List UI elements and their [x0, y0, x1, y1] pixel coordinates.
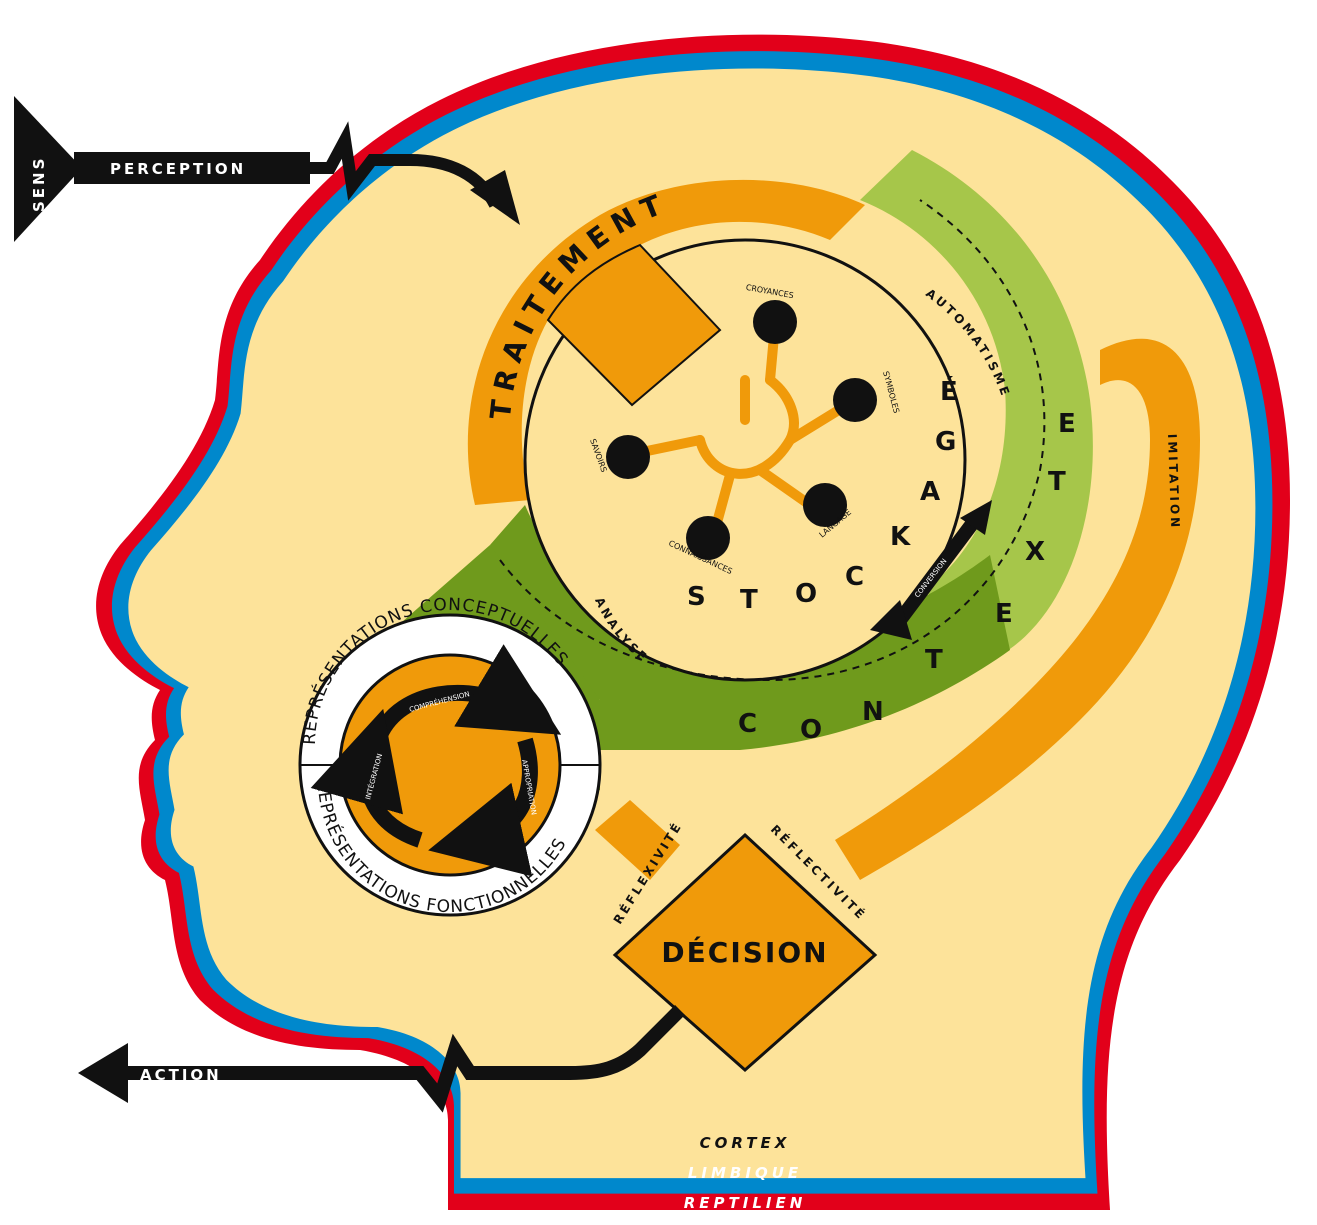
stockage-letter-1: S: [687, 582, 706, 612]
reptilien-label: REPTILIEN: [684, 1194, 807, 1212]
decision-label: DÉCISION: [661, 935, 828, 969]
cycle-arrow-right: [428, 737, 538, 877]
conversion-arrow-head-up: [960, 500, 992, 535]
node-connaissances: [686, 516, 730, 560]
analyse-band: [490, 505, 1010, 750]
stockage-letter-5: K: [890, 522, 911, 552]
stockage-letter-4: C: [845, 562, 864, 592]
reflexivite-band: [595, 800, 680, 880]
action-path: [120, 1005, 685, 1113]
stockage-letter-8: É: [940, 375, 958, 407]
stockage-letter-3: O: [795, 579, 817, 609]
stockage-letter-2: T: [740, 585, 758, 615]
contexte-letter-8: E: [1058, 409, 1076, 439]
node-savoirs: [606, 435, 650, 479]
imitation-band: [835, 338, 1200, 880]
contexte-letter-6: X: [1025, 537, 1045, 567]
conversion-arrow-head-down: [870, 600, 912, 640]
action-arrow-icon: [78, 1043, 128, 1103]
contexte-ring: [860, 150, 1093, 660]
contexte-letter-7: T: [1048, 467, 1066, 497]
contexte-letter-2: O: [800, 715, 822, 745]
node-langage: [803, 483, 847, 527]
node-croyances: [753, 300, 797, 344]
perception-band: [74, 152, 310, 184]
stockage-letter-6: A: [920, 477, 940, 507]
contexte-letter-4: T: [925, 645, 943, 675]
sens-label: SENS: [30, 156, 48, 212]
stockage-letter-7: G: [935, 427, 956, 457]
limbique-label: LIMBIQUE: [688, 1164, 802, 1182]
contexte-letter-1: C: [738, 709, 757, 739]
perception-label: PERCEPTION: [110, 160, 246, 178]
sens-triangle: [14, 96, 82, 242]
conversion-arrow-shaft: [894, 515, 981, 625]
perception-arrow-icon: [470, 170, 520, 225]
cycle-arrow-left: [310, 708, 423, 848]
action-label: ACTION: [140, 1066, 222, 1084]
cortex-label: CORTEX: [700, 1134, 791, 1152]
imitation-label: IMITATION: [1165, 434, 1182, 531]
storage-disc-cutout: [546, 243, 722, 407]
node-symboles: [833, 378, 877, 422]
contexte-letter-5: E: [995, 599, 1013, 629]
dashed-boundary: [499, 199, 1046, 682]
contexte-letter-3: N: [862, 697, 884, 727]
